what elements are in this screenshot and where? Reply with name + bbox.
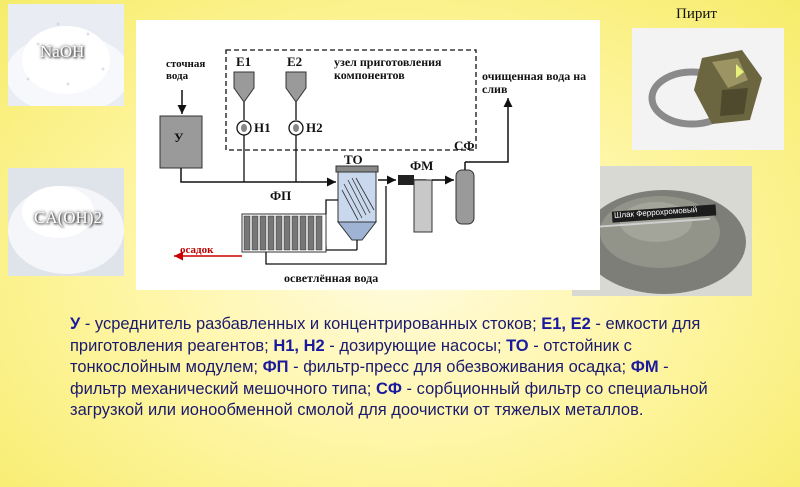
e1-label: Е1 [236,54,252,69]
legend-definition: - фильтр-пресс для обезвоживания осадка; [288,358,631,376]
caoh-photo [8,168,124,276]
legend-term: ФП [262,358,289,376]
pyrite-photo [632,28,784,150]
settler-to [337,169,377,223]
node-title: узел приготовления компонентов [334,55,442,82]
legend-term: У [70,315,81,333]
naoh-label: NaOH [40,42,85,61]
legend-description: У - усреднитель разбавленных и концентри… [70,314,710,422]
legend-term: ФМ [630,358,659,376]
legend-term: Е1, Е2 [541,315,591,333]
fp-filter-press [241,213,327,253]
equalizer-tank [159,115,203,169]
h1-label: Н1 [254,120,271,135]
process-diagram: сточная вода У Е1 Е2 Н1 Н2 узел приготов… [136,20,600,290]
legend-definition: - емкости для приготовления реагентов; [70,315,701,355]
legend-term: Н1, Н2 [273,336,325,355]
fm-label: ФМ [410,158,434,173]
e2-label: Е2 [287,54,303,69]
legend-definition: - усреднитель разбавленных и концентриро… [80,315,542,333]
legend-term: ТО [506,336,529,355]
e2-tank [285,71,307,103]
process-diagram-svg [159,49,513,265]
slag-photo [572,166,752,296]
sf-filter [455,169,475,225]
to-label: ТО [344,152,363,167]
legend-definition: - фильтр механический мешочного типа; [70,358,669,398]
wastewater-label: сточная вода [166,58,206,82]
legend-term: СФ [375,379,402,398]
reagent-node-box [225,49,477,151]
y-unit-label: У [174,130,184,145]
fp-label: ФП [270,188,292,203]
sediment-label: осадок [180,244,214,256]
pyrite-label: Пирит [676,6,717,22]
e1-tank [233,71,255,103]
fm-filter [413,179,433,233]
caoh-label: CA(OH)2 [34,208,102,227]
clarified-label: осветлённая вода [284,271,379,285]
legend-definition: - сорбционный фильтр со специальной загр… [70,379,708,420]
treated-water-label: очищенная вода на слив [482,69,587,96]
legend-definition: - отстойник с тонкослойным модулем; [70,336,632,377]
naoh-photo [8,4,124,106]
h2-label: Н2 [306,120,323,135]
legend-definition: - дозирующие насосы; [324,336,507,355]
sf-label: СФ [454,138,475,153]
